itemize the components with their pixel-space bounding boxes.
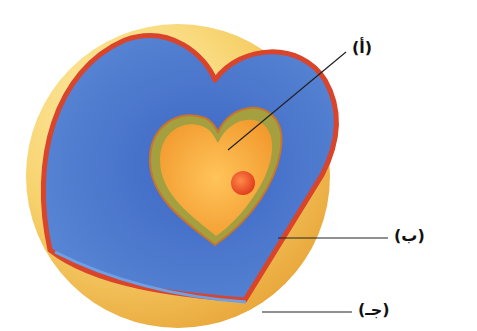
outer-core bbox=[160, 120, 272, 236]
callout-label: (جـ) bbox=[358, 300, 390, 319]
mantle-edge bbox=[55, 252, 246, 302]
inner-core bbox=[231, 171, 255, 195]
callout-label: (ب) bbox=[394, 226, 425, 245]
callout-label: (أ) bbox=[352, 38, 372, 57]
outer-core-border bbox=[150, 108, 281, 245]
leader-line bbox=[262, 311, 352, 312]
leader-line bbox=[278, 237, 388, 238]
mantle-cutaway bbox=[43, 36, 336, 300]
leader-line bbox=[228, 52, 346, 150]
